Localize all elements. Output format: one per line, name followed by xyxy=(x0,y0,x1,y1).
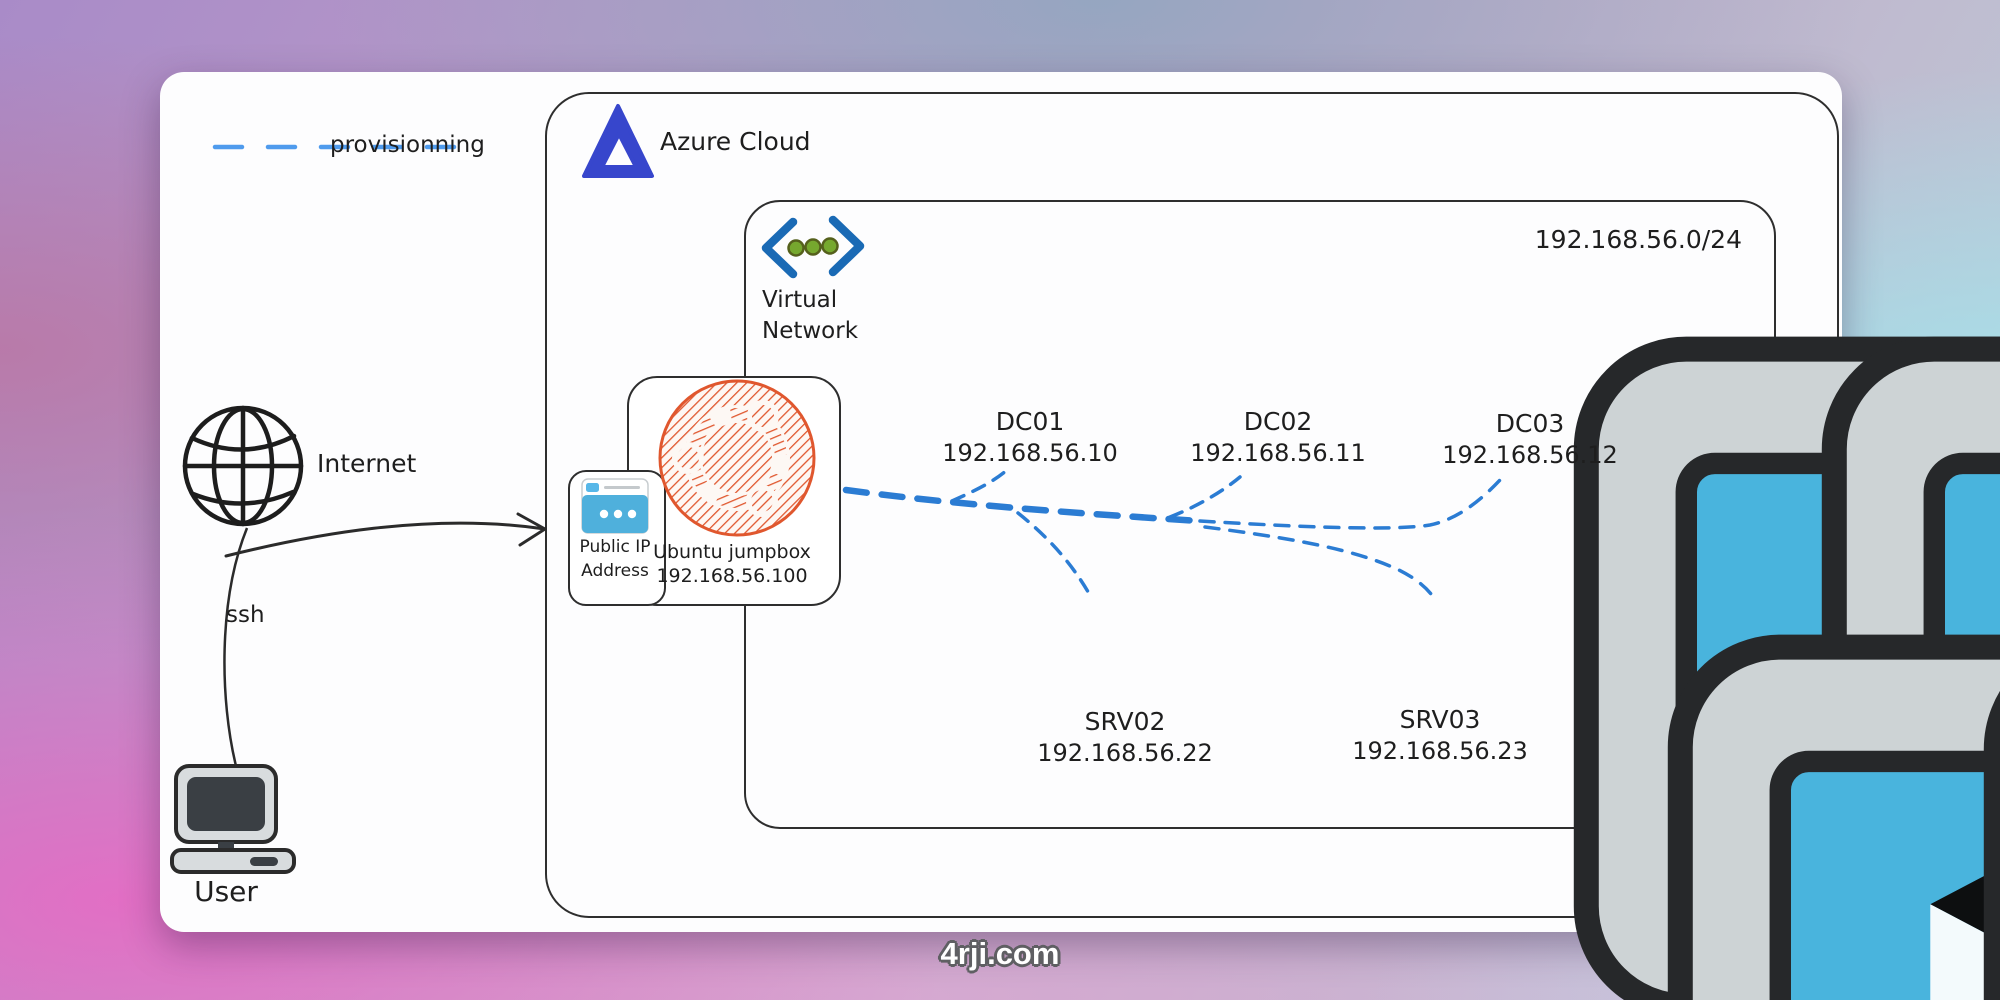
public-ip-label-line2: Address xyxy=(581,561,649,581)
machine-name-srv03: SRV03 xyxy=(1399,705,1481,734)
machine-name-srv02: SRV02 xyxy=(1084,707,1166,736)
internet-to-publicip-arrow xyxy=(224,512,547,558)
machine-ip-dc01: 192.168.56.10 xyxy=(942,439,1118,467)
jumpbox-name-label: Ubuntu jumpbox xyxy=(653,541,811,563)
machine-ip-srv02: 192.168.56.22 xyxy=(1037,739,1213,767)
jumpbox-ip-label: 192.168.56.100 xyxy=(656,565,808,587)
public-ip-browser-icon xyxy=(581,478,649,534)
watermark: 4rji.com xyxy=(940,936,1060,971)
vnet-label-line2: Network xyxy=(762,318,859,344)
azure-logo-icon xyxy=(582,104,654,178)
internet-label: Internet xyxy=(317,449,417,478)
machine-ip-dc03: 192.168.56.12 xyxy=(1442,441,1618,469)
monitor-icon-srv02 xyxy=(1680,647,2000,1000)
subnet-label: 192.168.56.0/24 xyxy=(1534,225,1742,254)
vnet-label-line1: Virtual xyxy=(762,287,838,313)
ssh-label: ssh xyxy=(226,602,265,628)
internet-globe-icon xyxy=(182,405,304,527)
machine-ip-srv03: 192.168.56.23 xyxy=(1352,737,1528,765)
machine-ip-dc02: 192.168.56.11 xyxy=(1190,439,1366,467)
monitor-icon-srv03 xyxy=(1996,649,2000,1000)
azure-cloud-label: Azure Cloud xyxy=(660,127,811,156)
diagram-card xyxy=(160,72,1842,932)
machine-name-dc03: DC03 xyxy=(1495,409,1565,438)
ubuntu-logo-icon xyxy=(658,379,816,537)
legend-label: provisionning xyxy=(330,132,485,158)
virtual-network-icon xyxy=(761,215,865,279)
public-ip-label-line1: Public IP xyxy=(579,537,651,557)
user-label: User xyxy=(194,875,258,908)
machine-name-dc02: DC02 xyxy=(1243,407,1313,436)
ssh-connection-line xyxy=(223,527,249,767)
machine-name-dc01: DC01 xyxy=(995,407,1065,436)
user-computer-icon xyxy=(170,764,296,874)
provisioning-lines xyxy=(842,468,1502,600)
